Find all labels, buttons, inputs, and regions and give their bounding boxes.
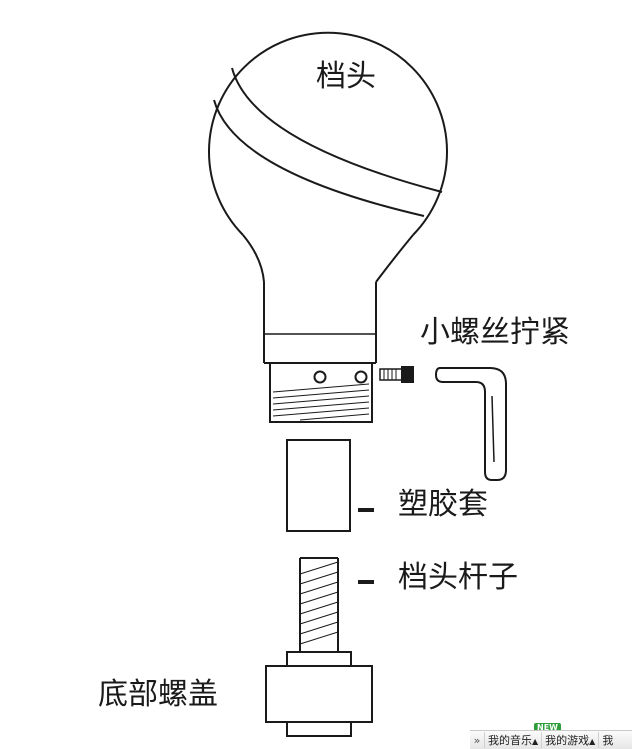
toolbar-item-more[interactable]: 我	[598, 732, 616, 748]
bottom-cap-nut	[265, 651, 373, 737]
toolbar-item-games[interactable]: 我的游戏▲	[541, 732, 598, 748]
label-knob: 档头	[316, 59, 376, 94]
knob-neck	[263, 282, 377, 364]
label-bottom-cap: 底部螺盖	[98, 677, 218, 712]
caret-down-icon: ▲	[532, 737, 539, 746]
hex-key	[434, 367, 507, 481]
plastic-sleeve	[286, 439, 351, 532]
label-knob-rod: 档头杆子	[398, 560, 518, 595]
leader-rod	[358, 580, 374, 584]
threaded-rod	[299, 557, 339, 652]
threaded-collar	[269, 362, 373, 423]
knob-ball	[208, 31, 448, 283]
chevron-right-icon[interactable]: »	[473, 733, 481, 747]
leader-sleeve	[358, 508, 374, 512]
set-screw	[379, 366, 414, 383]
bottom-toolbar: » 我的音乐▲ 我的游戏▲ 我	[470, 730, 632, 749]
label-plastic-sleeve: 塑胶套	[398, 487, 488, 522]
caret-down-icon: ▲	[589, 737, 596, 746]
label-screw-tighten: 小螺丝拧紧	[420, 315, 570, 350]
new-badge: NEW	[534, 723, 561, 733]
toolbar-item-music[interactable]: 我的音乐▲	[484, 732, 541, 748]
